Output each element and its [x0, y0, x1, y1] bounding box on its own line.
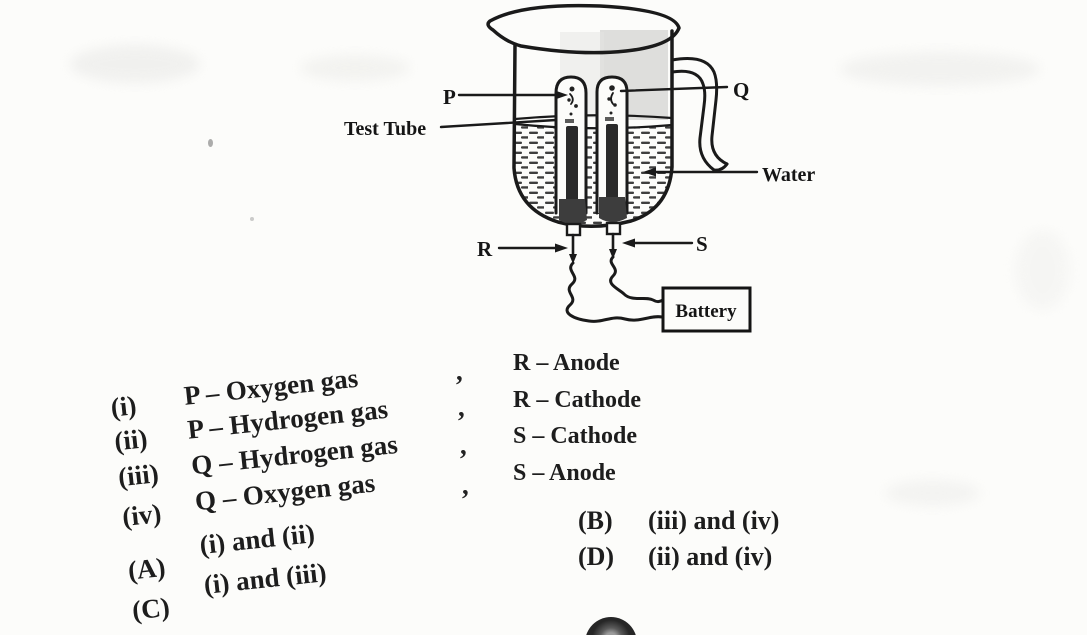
water-surface — [513, 122, 674, 130]
option-row: (i) P – Oxygen gas — [109, 363, 359, 427]
scan-speck — [250, 217, 254, 221]
electrode-item: R – Cathode — [513, 387, 642, 413]
answer-text: (i) and (ii) — [198, 518, 317, 561]
electrode-rod-left — [566, 126, 578, 202]
scan-smudge — [300, 55, 410, 81]
answer-marker: (D) — [578, 542, 615, 571]
beaker-handle — [670, 57, 729, 166]
option-row: (ii) P – Hydrogen gas — [113, 394, 389, 461]
answer-text: (ii) and (iv) — [648, 542, 773, 571]
scan-smudge — [885, 480, 980, 506]
test-tube-right — [595, 75, 629, 215]
label-q: Q — [733, 78, 749, 102]
label-s: S — [696, 232, 708, 256]
separator-comma: , — [458, 392, 465, 422]
leader-q — [619, 85, 729, 93]
electrode-base-left — [559, 199, 587, 224]
label-water: Water — [762, 164, 815, 186]
waterline-mark-right — [605, 117, 614, 121]
scan-smudge — [70, 45, 200, 83]
electrode-item: S – Cathode — [513, 423, 638, 449]
answer-text: (i) and (iii) — [202, 557, 328, 600]
leader-s-arrowhead — [622, 238, 635, 248]
wire-squiggle-left — [565, 261, 664, 323]
beaker-handle — [670, 69, 716, 172]
wire-arrowhead — [569, 254, 577, 264]
gas-bubbles — [567, 85, 617, 116]
electrode-base-right — [599, 197, 627, 222]
battery-box — [661, 286, 752, 333]
answer-marker: (C) — [130, 591, 172, 626]
leader-water-arrowhead — [643, 167, 656, 177]
answer-row: (A) (i) and (ii) — [126, 518, 316, 590]
option-marker: (iii) — [116, 458, 161, 493]
water-surface — [513, 114, 674, 121]
answer-row: (C) (i) and (iii) — [131, 557, 328, 630]
test-tube-left — [554, 75, 588, 215]
answer-text: (iii) and (iv) — [648, 506, 780, 535]
label-r: R — [477, 237, 493, 261]
water-region — [515, 125, 672, 227]
label-test-tube: Test Tube — [344, 118, 426, 140]
beaker-body — [512, 29, 674, 228]
electrode-item: R – Anode — [513, 350, 620, 376]
leader-test-tube — [439, 118, 558, 129]
wire-arrowhead — [609, 249, 617, 259]
separator-comma: , — [456, 356, 463, 386]
electrode-rod-right — [606, 124, 618, 202]
question-number-badge — [585, 617, 637, 635]
battery-label: Battery — [675, 301, 737, 322]
leader-r-arrowhead — [555, 243, 568, 253]
waterline-mark-left — [565, 119, 574, 123]
leader-p-arrowhead — [555, 90, 568, 100]
separator-comma: , — [460, 430, 467, 460]
option-marker: (i) — [109, 390, 138, 423]
option-row: (iv) Q – Oxygen gas — [121, 468, 377, 536]
beaker-handle — [712, 162, 729, 172]
option-row: (iii) Q – Hydrogen gas — [117, 429, 399, 496]
option-marker: (ii) — [112, 423, 149, 457]
scan-smudge — [840, 52, 1040, 86]
label-p: P — [443, 85, 456, 109]
terminal-right — [605, 221, 622, 236]
answer-marker: (B) — [578, 506, 613, 535]
electrode-item: S – Anode — [513, 460, 616, 486]
scan-speck — [208, 139, 213, 147]
wire-squiggle-right — [609, 255, 665, 304]
terminal-left — [565, 222, 582, 237]
separator-comma: , — [462, 470, 469, 500]
scan-smudge — [1015, 230, 1070, 310]
beaker-rim — [486, 3, 681, 55]
option-marker: (iv) — [120, 498, 163, 533]
answer-marker: (A) — [126, 551, 167, 586]
